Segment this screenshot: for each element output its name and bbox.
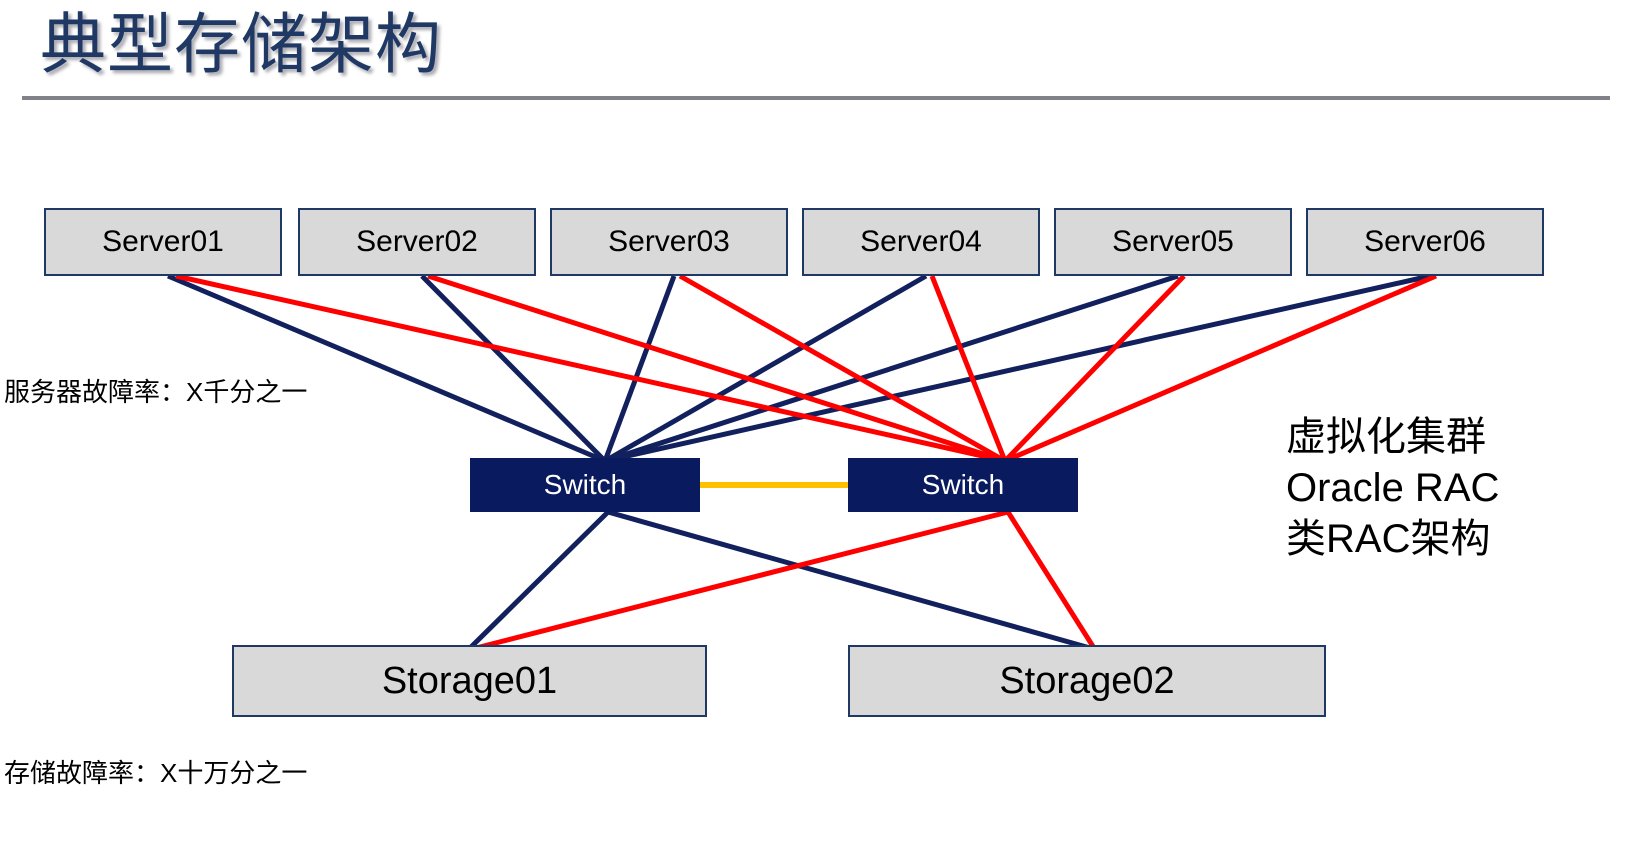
storage-node-1[interactable]: Storage01 [232,645,707,717]
server-node-label: Server03 [608,225,730,258]
switch2-to-storage-links [475,509,1097,651]
server-node-6[interactable]: Server06 [1306,208,1544,276]
cluster-note-line-3: 类RAC架构 [1286,517,1491,561]
server-node-2[interactable]: Server02 [298,208,536,276]
link-red-1 [175,273,1006,464]
server-failure-rate-label: 服务器故障率：X千分之一 [4,377,308,407]
link-red-storage-2 [1005,510,1097,650]
storage-node-label: Storage01 [381,659,558,702]
storage-node-label: Storage02 [999,659,1175,702]
server-to-switch1-links [167,273,1431,464]
link-navy-6 [604,273,1431,464]
switch-node-label: Switch [543,469,627,500]
title-divider [22,96,1610,100]
server-node-1[interactable]: Server01 [44,208,282,276]
server-to-switch2-links [175,273,1437,464]
link-navy-5 [604,273,1179,464]
link-navy-2 [420,274,607,463]
server-node-3[interactable]: Server03 [550,208,788,276]
page-title: 典型存储架构 [40,7,442,81]
link-red-2 [427,273,1006,464]
link-navy-storage-1 [468,510,610,650]
server-node-label: Server02 [356,225,478,258]
cluster-note-line-1: 虚拟化集群 [1286,415,1486,459]
server-node-5[interactable]: Server05 [1054,208,1292,276]
server-node-label: Server01 [102,225,224,258]
link-red-4 [929,275,1008,462]
link-red-5 [1003,274,1186,463]
storage-node-2[interactable]: Storage02 [848,645,1326,717]
link-navy-storage-2 [607,509,1091,651]
cluster-note: 虚拟化集群 Oracle RAC 类RAC架构 [1286,412,1499,565]
link-red-storage-1 [475,509,1009,651]
cluster-note-line-2: Oracle RAC [1286,466,1500,510]
server-node-label: Server04 [860,225,982,258]
link-navy-3 [602,275,677,462]
switch-node-label: Switch [921,469,1005,500]
server-node-label: Server06 [1364,225,1486,258]
switch-node-1[interactable]: Switch [470,458,700,512]
link-navy-4 [603,273,928,464]
switch-node-2[interactable]: Switch [848,458,1078,512]
server-node-4[interactable]: Server04 [802,208,1040,276]
server-node-label: Server05 [1112,225,1234,258]
link-red-3 [678,273,1007,464]
link-red-6 [1004,273,1437,464]
link-navy-1 [167,273,606,464]
storage-failure-rate-label: 存储故障率：X十万分之一 [4,758,308,788]
switch1-to-storage-links [468,509,1091,651]
